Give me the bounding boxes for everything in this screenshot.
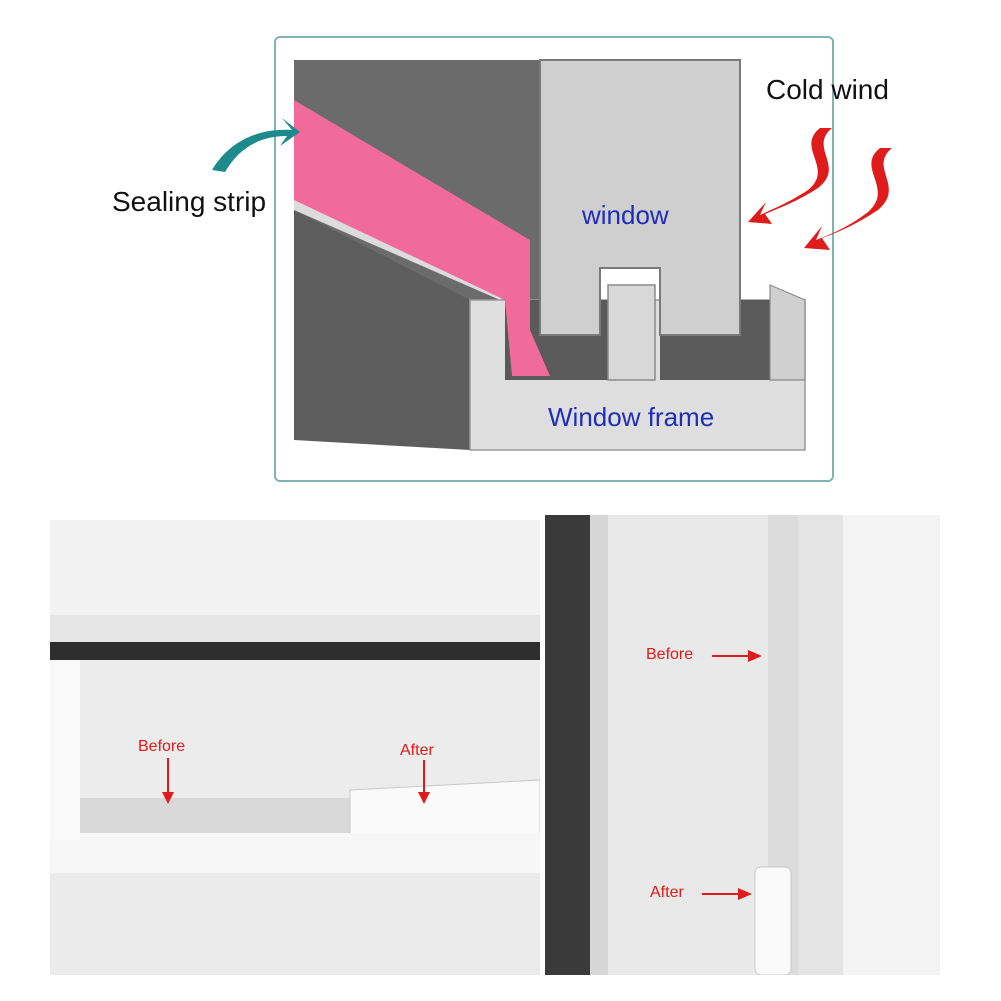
red-arrow-icon xyxy=(712,650,762,662)
red-arrow-icon xyxy=(418,760,430,804)
wind-arrow-icon xyxy=(748,128,832,224)
teal-arrow-icon xyxy=(212,118,300,172)
right-rail xyxy=(769,284,806,381)
red-arrow-icon xyxy=(702,888,752,900)
window-label: window xyxy=(582,200,669,230)
cold-wind-label: Cold wind xyxy=(766,74,889,105)
after-label-left: After xyxy=(400,742,434,759)
window-frame-label: Window frame xyxy=(548,402,715,432)
diagram-illustration xyxy=(212,59,892,451)
diagram-panel xyxy=(274,36,834,482)
before-label-right: Before xyxy=(646,646,694,663)
photo-vertical-track xyxy=(545,515,940,975)
photo-horizontal-track xyxy=(50,520,540,975)
sealing-strip-label: Sealing strip xyxy=(112,186,267,217)
before-label-left: Before xyxy=(138,738,186,755)
wind-arrow-icon xyxy=(804,148,892,250)
middle-rail xyxy=(607,284,656,381)
after-label-right: After xyxy=(650,884,684,901)
red-arrow-icon xyxy=(162,758,174,804)
frame-left-wall xyxy=(294,210,470,450)
sealing-strip-shape xyxy=(294,100,550,376)
window-pane xyxy=(539,59,741,336)
